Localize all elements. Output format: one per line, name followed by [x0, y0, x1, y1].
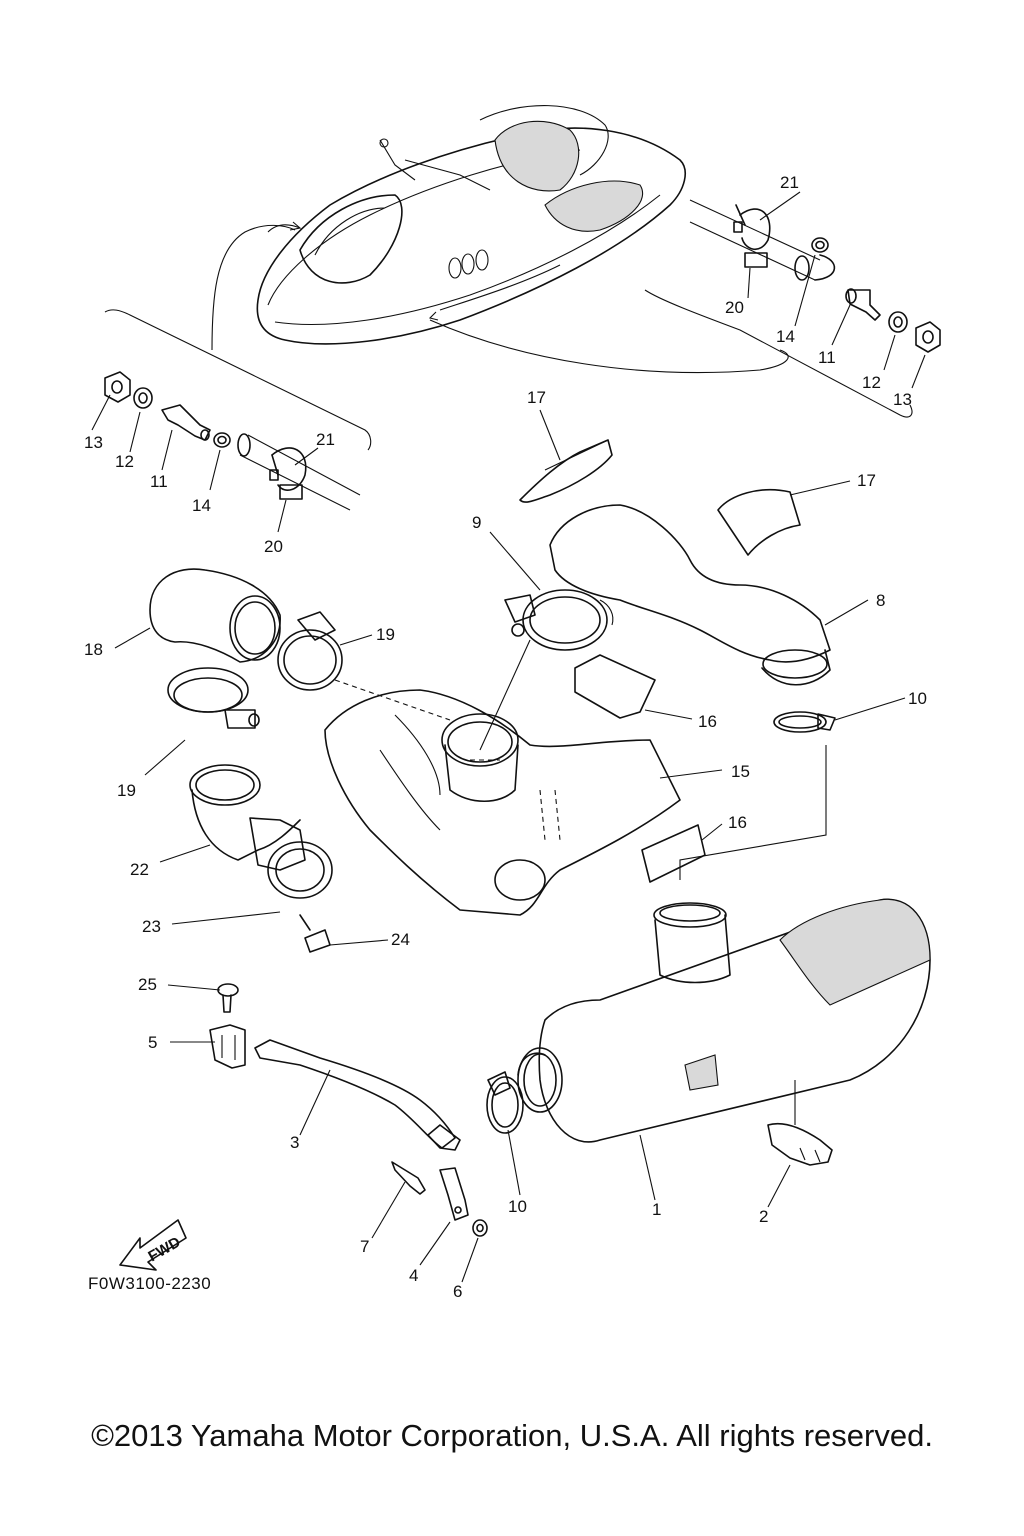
- callout-17: 17: [527, 388, 546, 407]
- clamp-19-upper: [277, 611, 343, 691]
- callout-13: 13: [893, 390, 912, 409]
- callout-16: 16: [698, 712, 717, 731]
- callout-9: 9: [472, 513, 481, 532]
- callout-13: 13: [84, 433, 103, 452]
- gasket-23: [267, 841, 333, 899]
- callout-3: 3: [290, 1133, 299, 1152]
- muffler-1: [517, 898, 931, 1143]
- callout-14: 14: [776, 327, 795, 346]
- pad-16-lower: [641, 824, 706, 883]
- watercraft-illustration: [211, 105, 789, 374]
- copyright-notice: ©2013 Yamaha Motor Corporation, U.S.A. A…: [91, 1418, 933, 1453]
- fwd-label: FWD: [145, 1234, 183, 1266]
- leader-dashed: [334, 679, 451, 721]
- callout-20: 20: [725, 298, 744, 317]
- callout-21: 21: [780, 173, 799, 192]
- rivet-7: [391, 1161, 426, 1195]
- callout-25: 25: [138, 975, 157, 994]
- callout-numbers: 21 20 14 11 12 13 13 12 11 14 21 20 17 1…: [84, 173, 927, 1301]
- bracket-2: [767, 1122, 833, 1166]
- callout-2: 2: [759, 1207, 768, 1226]
- callout-18: 18: [84, 640, 103, 659]
- elbow-18: [149, 568, 281, 663]
- clamp-19-lower: [167, 667, 260, 729]
- callout-19: 19: [376, 625, 395, 644]
- callout-6: 6: [453, 1282, 462, 1301]
- callout-11: 11: [818, 348, 836, 367]
- callout-4: 4: [409, 1266, 418, 1285]
- callout-5: 5: [148, 1033, 157, 1052]
- leader-lines: [91, 191, 926, 1283]
- clamp-10-lower: [486, 1071, 524, 1134]
- band-3: [254, 1039, 461, 1151]
- bracket-4: [439, 1167, 469, 1221]
- pad-16-upper: [574, 654, 656, 719]
- callout-19: 19: [117, 781, 136, 800]
- bolt-24: [299, 914, 331, 953]
- clamp-9: [504, 589, 608, 651]
- duct-8: [549, 504, 831, 686]
- fwd-arrow-icon: FWD: [119, 1219, 187, 1271]
- elbow-22: [189, 764, 306, 871]
- screw-25: [217, 983, 239, 1013]
- clamp-10-upper: [773, 711, 836, 733]
- callout-16: 16: [728, 813, 747, 832]
- left-drain-assembly: [104, 309, 372, 511]
- pad-17-upper: [519, 439, 613, 503]
- callout-12: 12: [115, 452, 134, 471]
- callout-14: 14: [192, 496, 211, 515]
- pad-17-right: [717, 488, 801, 556]
- intake-box-15: [324, 689, 681, 916]
- callout-20: 20: [264, 537, 283, 556]
- callout-1: 1: [652, 1200, 661, 1219]
- callout-8: 8: [876, 591, 885, 610]
- callout-24: 24: [391, 930, 410, 949]
- callout-17: 17: [857, 471, 876, 490]
- diagram-code: F0W3100-2230: [88, 1274, 212, 1293]
- callout-10: 10: [508, 1197, 527, 1216]
- washer-6: [472, 1219, 488, 1237]
- callout-22: 22: [130, 860, 149, 879]
- clip-5: [209, 1024, 246, 1069]
- callout-11: 11: [150, 472, 168, 491]
- callout-7: 7: [360, 1237, 369, 1256]
- right-drain-assembly: [644, 199, 941, 418]
- callout-23: 23: [142, 917, 161, 936]
- callout-15: 15: [731, 762, 750, 781]
- callout-10: 10: [908, 689, 927, 708]
- callout-21: 21: [316, 430, 335, 449]
- callout-12: 12: [862, 373, 881, 392]
